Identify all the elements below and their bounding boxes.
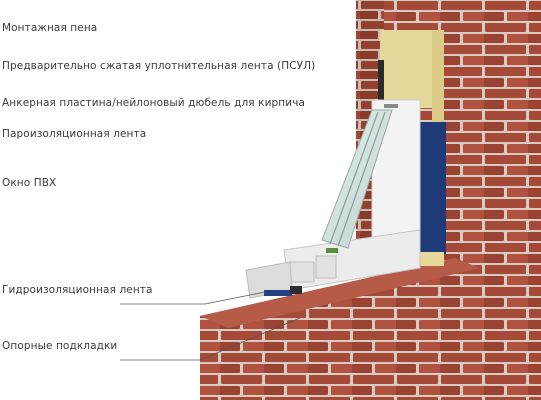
frame-chamber — [315, 255, 337, 279]
sill-masonry — [200, 258, 541, 400]
waterproofing-tape — [264, 290, 292, 296]
callout-mounting-foam: Монтажная пена — [2, 22, 98, 34]
sill-top-face — [200, 258, 480, 328]
leader-lines — [120, 291, 301, 361]
seal-detail — [326, 248, 338, 253]
vapor-barrier-tape — [420, 122, 446, 254]
callout-support-pads: Опорные подкладки — [2, 340, 118, 352]
anchor-plate — [384, 104, 398, 108]
callout-pvc-window: Окно ПВХ — [2, 177, 57, 189]
support-pad — [290, 286, 302, 294]
frame-chamber — [289, 261, 315, 283]
window-section-icon — [321, 109, 393, 249]
psul-tape — [378, 60, 384, 100]
mounting-foam — [380, 30, 438, 108]
callout-vapor-barrier: Пароизоляционная лента — [2, 128, 147, 140]
callout-psul: Предварительно сжатая уплотнительная лен… — [2, 60, 316, 72]
callout-anchor-plate: Анкерная пластина/нейлоновый дюбель для … — [2, 97, 305, 109]
callout-waterproofing: Гидроизоляционная лента — [2, 284, 153, 296]
